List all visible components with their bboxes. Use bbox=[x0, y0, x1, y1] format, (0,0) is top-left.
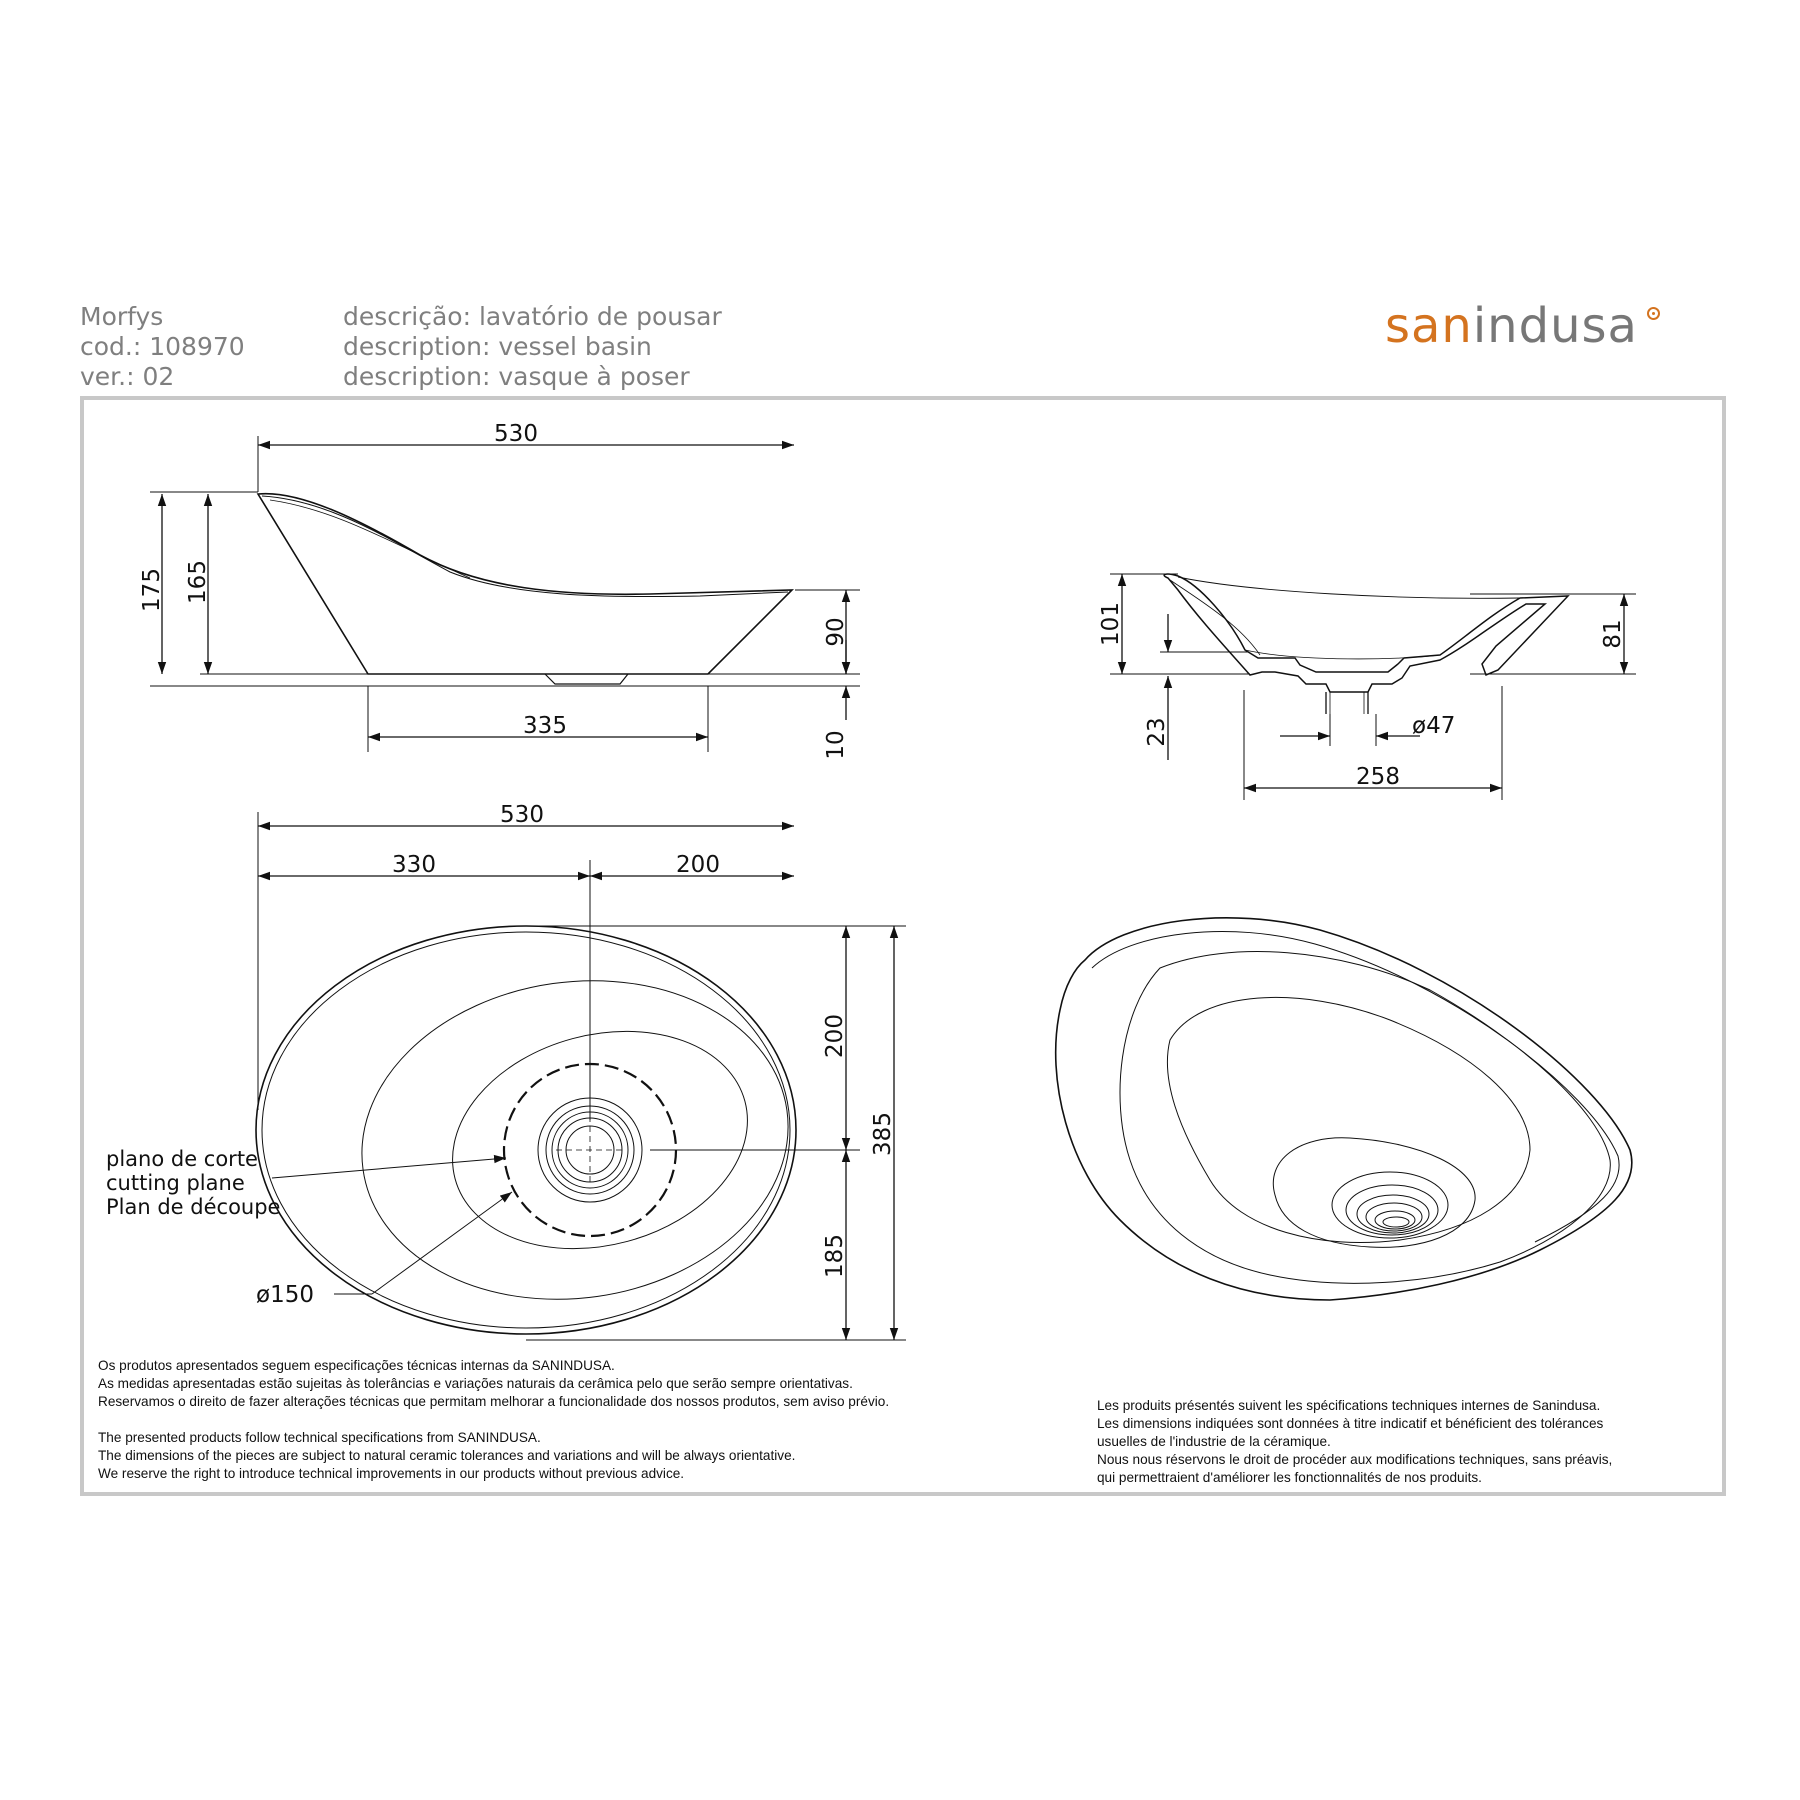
plan-view bbox=[255, 812, 906, 1341]
side-view bbox=[150, 436, 860, 752]
note-fr-2: Les dimensions indiquées sont données à … bbox=[1097, 1416, 1604, 1431]
description-fr: description: vasque à poser bbox=[343, 362, 690, 391]
description-en: description: vessel basin bbox=[343, 332, 652, 361]
perspective-view bbox=[1054, 917, 1633, 1301]
section-height-23-label: 23 bbox=[1144, 717, 1170, 746]
section-height-101-label: 101 bbox=[1098, 602, 1124, 646]
registered-mark-icon bbox=[1646, 307, 1660, 320]
side-width-label: 530 bbox=[494, 421, 538, 447]
description-pt: descrição: lavatório de pousar bbox=[343, 302, 722, 331]
logo-indusa: indusa bbox=[1472, 298, 1638, 354]
cut-diameter-label: ø150 bbox=[256, 1282, 314, 1308]
side-height-90-label: 90 bbox=[823, 617, 849, 646]
cut-label-en: cutting plane bbox=[106, 1171, 245, 1195]
product-version: ver.: 02 bbox=[80, 362, 175, 391]
notes-pt-en: Os produtos apresentados seguem especifi… bbox=[98, 1357, 889, 1483]
plan-width-200-label: 200 bbox=[676, 852, 720, 878]
section-width-258-label: 258 bbox=[1356, 764, 1400, 790]
side-base-width-label: 335 bbox=[523, 713, 567, 739]
section-view bbox=[1110, 573, 1636, 800]
note-pt-3: Reservamos o direito de fazer alterações… bbox=[98, 1394, 890, 1409]
logo-san: san bbox=[1385, 298, 1473, 354]
plan-width-330-label: 330 bbox=[392, 852, 436, 878]
product-name: Morfys bbox=[80, 302, 164, 331]
side-height-10-label: 10 bbox=[823, 730, 849, 759]
product-info: Morfys cod.: 108970 ver.: 02 bbox=[80, 302, 245, 392]
product-descriptions: descrição: lavatório de pousar descripti… bbox=[343, 302, 722, 392]
plan-height-185-label: 185 bbox=[822, 1234, 848, 1278]
note-en-2: The dimensions of the pieces are subject… bbox=[98, 1448, 796, 1463]
note-pt-1: Os produtos apresentados seguem especifi… bbox=[98, 1358, 615, 1373]
sanindusa-logo: sanindusa bbox=[1385, 298, 1660, 354]
note-fr-3: usuelles de l'industrie de la céramique. bbox=[1097, 1434, 1331, 1449]
plan-height-385-label: 385 bbox=[870, 1112, 896, 1156]
plan-height-200-label: 200 bbox=[822, 1014, 848, 1058]
note-fr-5: qui permettraient d'améliorer les foncti… bbox=[1097, 1470, 1482, 1485]
note-fr-4: Nous nous réservons le droit de procéder… bbox=[1097, 1452, 1613, 1467]
note-en-1: The presented products follow technical … bbox=[98, 1430, 541, 1445]
plan-width-530-label: 530 bbox=[500, 802, 544, 828]
note-pt-2: As medidas apresentadas estão sujeitas à… bbox=[98, 1376, 853, 1391]
cut-label-pt: plano de corte bbox=[106, 1147, 258, 1171]
drawing-frame bbox=[80, 396, 1726, 1496]
drain-diameter-label: ø47 bbox=[1412, 713, 1455, 739]
side-height-175-label: 175 bbox=[139, 568, 165, 612]
note-en-3: We reserve the right to introduce techni… bbox=[98, 1466, 685, 1481]
cut-label-fr: Plan de découpe bbox=[106, 1195, 280, 1219]
section-height-81-label: 81 bbox=[1600, 619, 1626, 648]
product-code: cod.: 108970 bbox=[80, 332, 245, 361]
note-fr-1: Les produits présentés suivent les spéci… bbox=[1097, 1398, 1601, 1413]
notes-fr: Les produits présentés suivent les spéci… bbox=[1097, 1397, 1612, 1487]
side-height-165-label: 165 bbox=[185, 560, 211, 604]
